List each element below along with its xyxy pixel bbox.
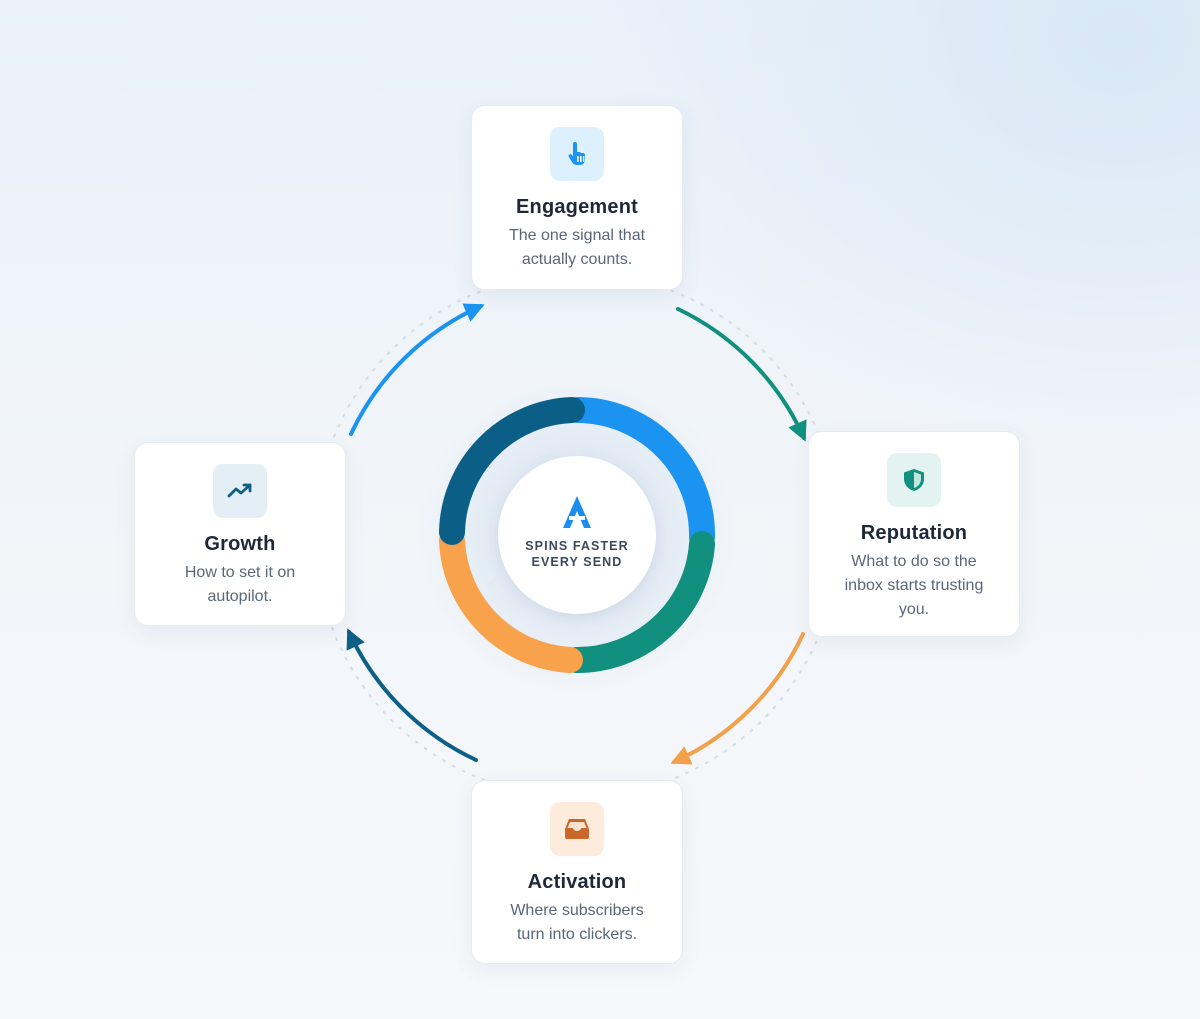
ring-segment-activation: [439, 528, 583, 673]
ring-segment-reputation: [563, 531, 715, 674]
icon-tile-activation: [550, 802, 604, 856]
ring-segment-growth: [439, 397, 585, 545]
stage-description-line: inbox starts trusting: [844, 577, 984, 594]
stage-title: Engagement: [515, 196, 639, 218]
arrow-growth-to-engagement: [349, 303, 485, 436]
icon-tile-reputation: [887, 453, 941, 507]
stage-card-growth[interactable]: Growth How to set it on autopilot.: [134, 442, 346, 626]
stage-description: How to set it on autopilot.: [185, 561, 295, 609]
stage-card-reputation[interactable]: Reputation What to do so the inbox start…: [808, 431, 1020, 637]
center-tagline-line2: EVERY SEND: [531, 555, 623, 569]
stage-description-line: turn into clickers.: [516, 926, 638, 943]
arrow-reputation-to-activation: [670, 632, 805, 765]
shield-icon: [904, 469, 924, 491]
stage-description: What to do so the inbox starts trusting …: [832, 550, 997, 622]
stage-title: Reputation: [860, 522, 968, 544]
inbox-tray-icon: [565, 819, 589, 839]
stage-description-line: you.: [898, 601, 930, 618]
trending-up-icon: [227, 483, 252, 498]
stage-description-line: autopilot.: [207, 588, 273, 605]
icon-tile-growth: [213, 464, 267, 518]
center-tagline-line1: SPINS FASTER: [525, 539, 629, 553]
stage-description: Where subscribers turn into clickers.: [510, 899, 643, 947]
center-tagline: SPINS FASTER EVERY SEND: [525, 538, 629, 570]
a-brand-logo-icon: [563, 496, 591, 528]
arrow-activation-to-growth: [346, 628, 478, 762]
stage-description-line: How to set it on: [184, 564, 296, 581]
ring-spokes: [488, 441, 658, 629]
arrow-engagement-to-reputation: [676, 307, 807, 442]
center-hub: SPINS FASTER EVERY SEND: [498, 456, 656, 614]
stage-description-line: The one signal that: [508, 227, 646, 244]
stage-description-line: What to do so the: [851, 553, 977, 570]
stage-description: The one signal that actually counts.: [509, 224, 645, 272]
ring-segment-engagement: [565, 397, 716, 550]
stage-title: Activation: [527, 871, 627, 893]
stage-description-line: actually counts.: [521, 251, 633, 268]
stage-description-line: Where subscribers: [510, 902, 644, 919]
stage-title: Growth: [204, 533, 276, 555]
stage-card-activation[interactable]: Activation Where subscribers turn into c…: [471, 780, 683, 964]
pointer-hand-icon: [568, 142, 585, 165]
icon-tile-engagement: [550, 127, 604, 181]
stage-card-engagement[interactable]: Engagement The one signal that actually …: [471, 105, 683, 290]
